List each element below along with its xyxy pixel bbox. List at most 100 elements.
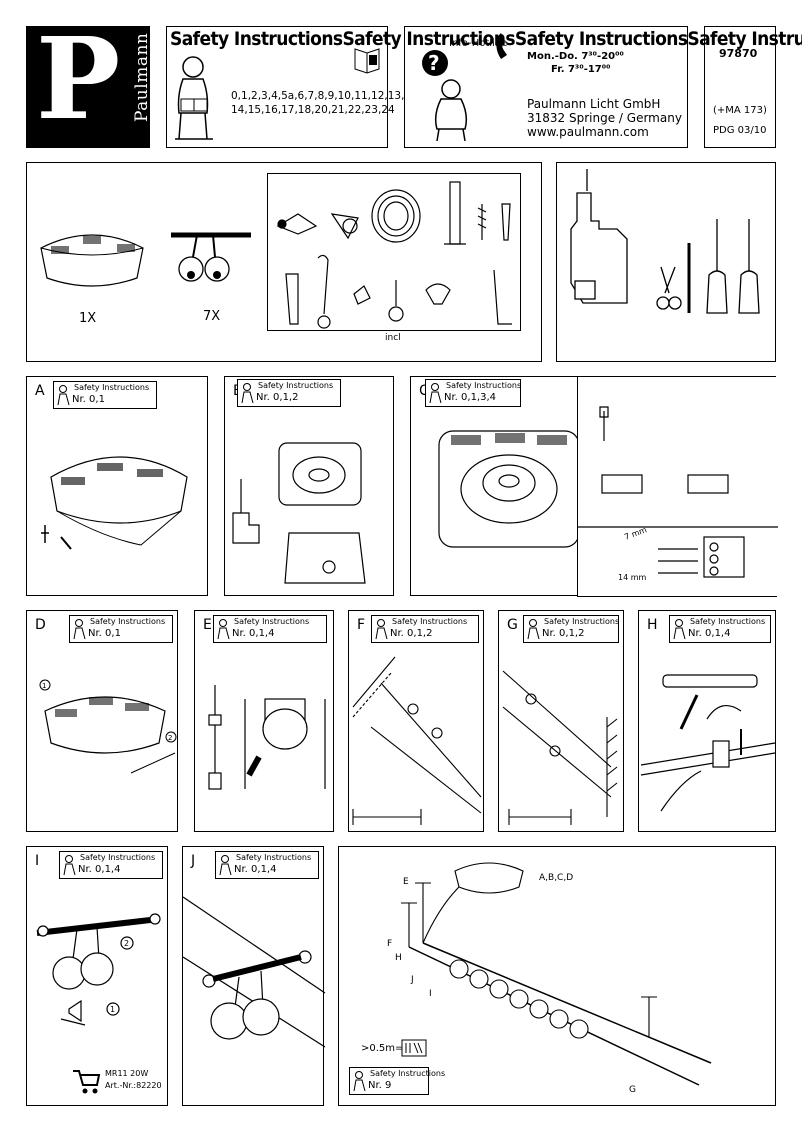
flammable-surface-icon <box>401 1039 427 1057</box>
spotlight-illustration <box>171 232 251 282</box>
svg-text:2: 2 <box>168 734 172 742</box>
step-j-safety-box: Safety Instructions Nr. 0,1,4 <box>215 851 319 879</box>
step-d-panel: D Safety Instructions Nr. 0,1 1 2 <box>26 610 178 832</box>
step-a-panel: A Safety Instructions Nr. 0,1 <box>26 376 208 596</box>
replacement-lamp-article: Art.-Nr.:82220 <box>105 1081 162 1090</box>
step-e-safety-box: Safety Instructions Nr. 0,1,4 <box>213 615 327 643</box>
step-i-letter: I <box>35 853 40 869</box>
spotlight-quantity: 7X <box>203 309 221 324</box>
step-d-letter: D <box>35 617 46 633</box>
reading-person-icon <box>219 855 232 876</box>
hotline-box: ? Info-Hotline Mon.-Do. 7³⁰-20⁰⁰ Fr. 7³⁰… <box>404 26 688 148</box>
step-c-safety-title: Safety Instructions <box>446 381 522 390</box>
tools-icon <box>570 169 760 314</box>
step-j-safety-numbers: Nr. 0,1,4 <box>234 864 277 875</box>
step-i-safety-box: Safety Instructions Nr. 0,1,4 <box>59 851 163 879</box>
terminal-detail: 7 mm 14 mm <box>577 377 778 597</box>
step-c-panel: C Safety Instructions Nr. 0,1,3,4 7 mm 1… <box>410 376 778 597</box>
article-box: 97870 (+MA 173) PDG 03/10 <box>704 26 776 148</box>
step-g-safety-numbers: Nr. 0,1,2 <box>542 628 585 639</box>
step-a-safety-box: Safety Instructions Nr. 0,1 <box>53 381 157 409</box>
step-h-panel: H Safety Instructions Nr. 0,1,4 <box>638 610 776 832</box>
close-cover-illustration: 1 2 <box>39 679 177 774</box>
hotline-hours-fri: Fr. 7³⁰-17⁰⁰ <box>551 64 611 75</box>
step-i-safety-title: Safety Instructions <box>80 853 156 862</box>
reading-person-icon <box>63 855 76 876</box>
reading-person-icon <box>429 383 442 404</box>
safety-summary-box: 0,1,2,3,4,5a,6,7,8,9,10,11,12,13, 14,15,… <box>166 26 404 148</box>
replacement-lamp-type: MR11 20W <box>105 1069 149 1078</box>
overview-safety-box: Safety Instructions Nr. 9 <box>349 1067 445 1095</box>
step-e-panel: E Safety Instructions Nr. 0,1,4 <box>194 610 334 832</box>
reading-person-icon <box>241 383 254 404</box>
step-b-panel: B Safety Instructions Nr. 0,1,2 <box>224 376 394 596</box>
company-name: Paulmann Licht GmbH <box>527 97 661 111</box>
svg-text:2: 2 <box>124 939 129 948</box>
svg-text:?: ? <box>428 51 440 75</box>
step-d-safety-box: Safety Instructions Nr. 0,1 <box>69 615 173 643</box>
company-address: 31832 Springe / Germany <box>527 111 682 125</box>
svg-text:1: 1 <box>42 682 46 690</box>
step-f-safety-numbers: Nr. 0,1,2 <box>390 628 433 639</box>
hotline-label: Info-Hotline <box>449 38 508 49</box>
parts-list-box: 1X 7X incl <box>26 162 542 362</box>
step-h-safety-title: Safety Instructions <box>690 617 766 626</box>
overview-label-h: H <box>395 953 402 963</box>
reading-person-icon <box>375 619 388 640</box>
step-j-panel: J Safety Instructions Nr. 0,1,4 <box>182 846 326 1106</box>
step-g-safety-title: Safety Instructions <box>544 617 620 626</box>
step-b-safety-numbers: Nr. 0,1,2 <box>256 392 299 403</box>
transformer-quantity: 1X <box>79 311 97 326</box>
logo-brand-name: Paulmann <box>132 32 152 122</box>
phone-icon <box>496 33 507 59</box>
reading-person-icon <box>175 56 213 140</box>
step-f-safety-title: Safety Instructions <box>392 617 468 626</box>
overview-label-e: E <box>403 877 409 887</box>
article-number: 97870 <box>719 47 758 60</box>
wire-connector-illustration <box>640 674 776 812</box>
step-j-letter: J <box>191 853 196 869</box>
step-i-panel: I Safety Instructions Nr. 0,1,4 2 1 MR11… <box>26 846 168 1106</box>
spot-on-wire-illustration <box>182 896 326 1048</box>
step-i-safety-numbers: Nr. 0,1,4 <box>78 864 121 875</box>
overview-label-abcd: A,B,C,D <box>539 873 574 883</box>
shopping-cart-icon <box>73 1070 101 1094</box>
step-e-letter: E <box>203 617 212 633</box>
step-a-letter: A <box>35 383 45 399</box>
step-d-safety-title: Safety Instructions <box>90 617 166 626</box>
reading-person-icon <box>353 1071 366 1092</box>
tools-box <box>556 162 776 362</box>
step-a-safety-numbers: Nr. 0,1 <box>72 394 105 405</box>
overview-panel: A,B,C,D E F H J I G >0.5m= Safety Instru… <box>338 846 776 1106</box>
included-hardware-box <box>267 173 521 331</box>
overview-label-j: J <box>411 975 414 985</box>
svg-text:1: 1 <box>110 1005 115 1014</box>
book-icon <box>354 48 380 74</box>
included-label: incl <box>385 333 401 343</box>
reading-person-icon <box>217 619 230 640</box>
logo-letter: P <box>36 14 121 145</box>
step-j-safety-title: Safety Instructions <box>236 853 312 862</box>
company-website: www.paulmann.com <box>527 125 649 139</box>
overview-label-f: F <box>387 939 393 949</box>
wire-tensioner-right-illustration <box>502 670 618 825</box>
wire-tensioner-left-illustration <box>352 656 482 825</box>
step-g-letter: G <box>507 617 518 633</box>
overview-label-i: I <box>429 989 432 999</box>
step-c-letter: C <box>419 383 429 399</box>
reading-person-icon <box>527 619 540 640</box>
open-transformer-illustration <box>438 430 580 548</box>
ceiling-transformer-illustration <box>40 234 144 287</box>
step-h-safety-box: Safety Instructions Nr. 0,1,4 <box>669 615 771 643</box>
ceiling-mount-illustration <box>232 442 366 584</box>
hardware-parts-icon <box>276 181 512 329</box>
step-f-safety-box: Safety Instructions Nr. 0,1,2 <box>371 615 479 643</box>
reading-person-icon <box>57 385 70 406</box>
lamp-insertion-illustration: 2 1 <box>36 913 161 1026</box>
step-h-letter: H <box>647 617 658 633</box>
step-c-safety-box: Safety Instructions Nr. 0,1,3,4 <box>425 379 521 407</box>
step-g-panel: G Safety Instructions Nr. 0,1,2 <box>498 610 624 832</box>
step-b-safety-title: Safety Instructions <box>258 381 334 390</box>
paulmann-logo: P Paulmann <box>26 14 152 148</box>
ceiling-anchor-illustration <box>208 685 326 790</box>
